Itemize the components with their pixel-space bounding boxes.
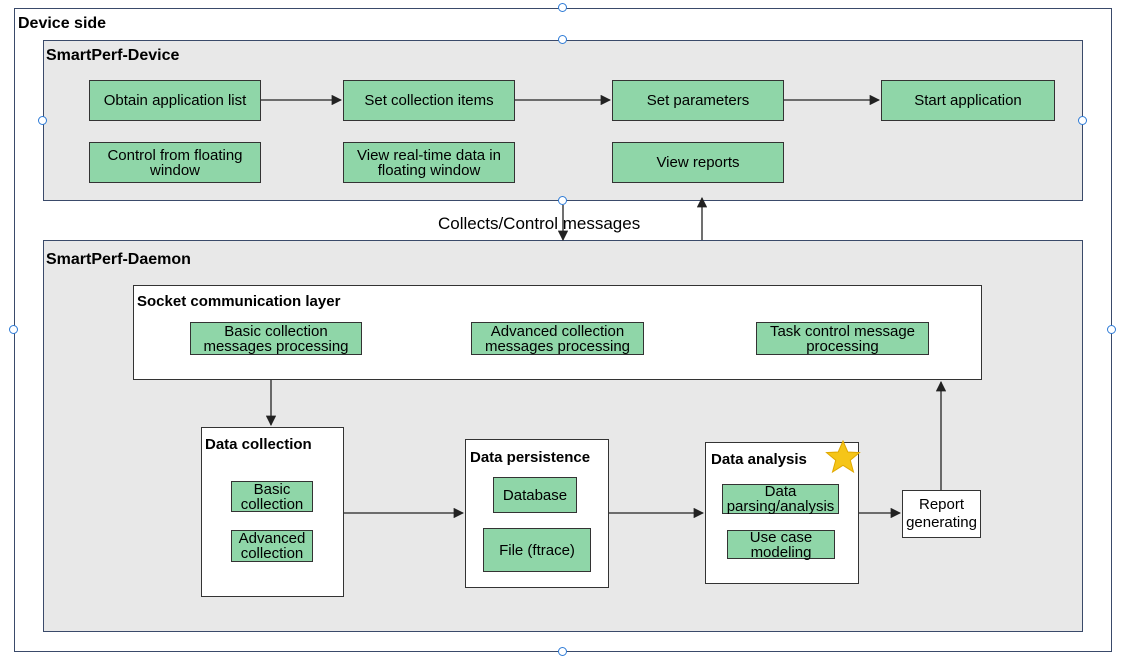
- device-panel-handle-right[interactable]: [1078, 116, 1087, 125]
- smartperf-daemon-title: SmartPerf-Daemon: [46, 251, 191, 268]
- set-parameters-box: Set parameters: [612, 80, 784, 121]
- data-persistence-title: Data persistence: [470, 449, 591, 466]
- device-panel-handle-top[interactable]: [558, 35, 567, 44]
- advanced-collection-box: Advanced collection: [231, 530, 313, 562]
- resize-handle-top[interactable]: [558, 3, 567, 12]
- obtain-application-list-box: Obtain application list: [89, 80, 261, 121]
- set-collection-items-box: Set collection items: [343, 80, 515, 121]
- socket-layer-title: Socket communication layer: [137, 293, 341, 310]
- device-side-title: Device side: [18, 15, 107, 32]
- resize-handle-right[interactable]: [1107, 325, 1116, 334]
- view-realtime-data-box: View real-time data in floating window: [343, 142, 515, 183]
- device-panel-handle-bottom[interactable]: [558, 196, 567, 205]
- report-generating-box: Report generating: [902, 490, 981, 538]
- view-reports-box: View reports: [612, 142, 784, 183]
- smartperf-device-title: SmartPerf-Device: [46, 47, 180, 64]
- use-case-modeling-box: Use case modeling: [727, 530, 835, 560]
- data-parsing-analysis-box: Data parsing/analysis: [722, 484, 839, 514]
- database-box: Database: [493, 477, 577, 513]
- advanced-collection-processing-box: Advanced collection messages processing: [471, 322, 644, 355]
- data-analysis-title: Data analysis: [711, 451, 807, 468]
- start-application-box: Start application: [881, 80, 1055, 121]
- basic-collection-processing-box: Basic collection messages processing: [190, 322, 362, 355]
- resize-handle-bottom[interactable]: [558, 647, 567, 656]
- device-panel-handle-left[interactable]: [38, 116, 47, 125]
- control-floating-window-box: Control from floating window: [89, 142, 261, 183]
- resize-handle-left[interactable]: [9, 325, 18, 334]
- star-icon: [825, 440, 861, 474]
- file-ftrace-box: File (ftrace): [483, 528, 591, 572]
- basic-collection-box: Basic collection: [231, 481, 313, 512]
- data-collection-title: Data collection: [205, 436, 312, 453]
- collects-control-messages-label: Collects/Control messages: [438, 214, 641, 233]
- data-collection-box: [201, 427, 344, 597]
- task-control-processing-box: Task control message processing: [756, 322, 929, 355]
